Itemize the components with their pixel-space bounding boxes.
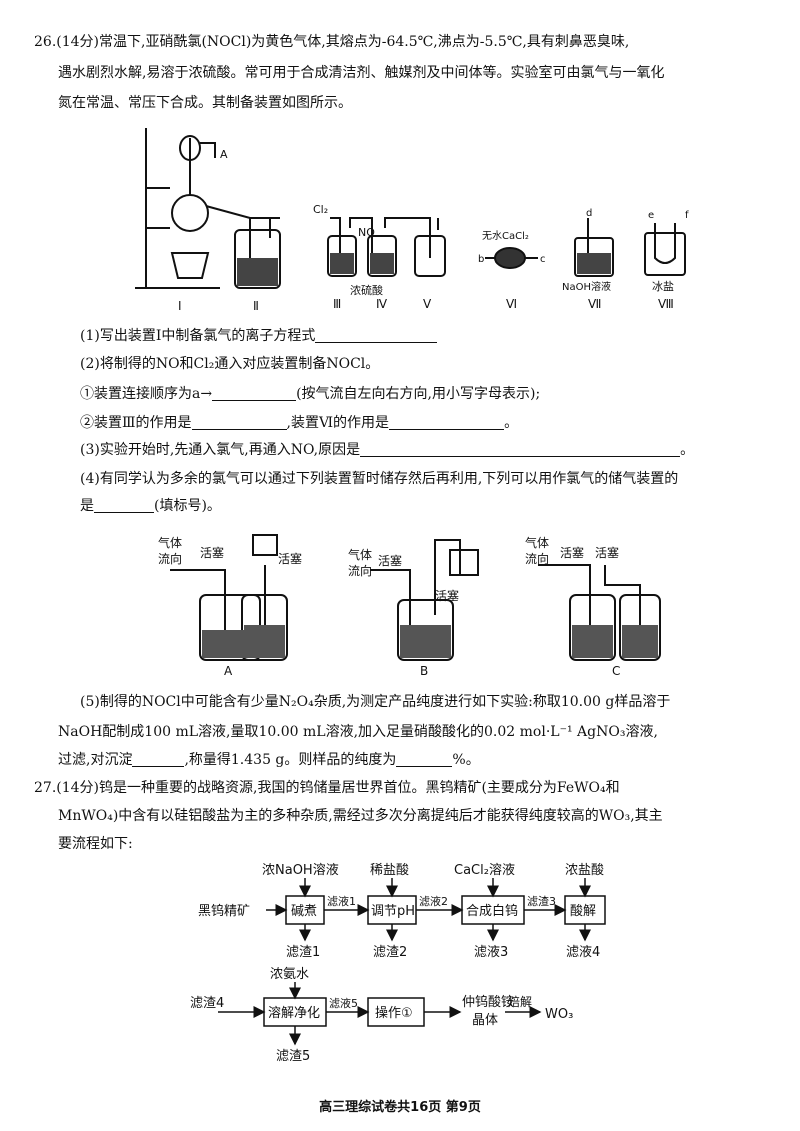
q26-part-2: (2)将制得的NO和Cl₂通入对应装置制备NOCl。 [80,356,380,372]
roman-4: Ⅳ [376,297,387,311]
storage-b-valve-2: 活塞 [435,588,459,603]
label-naoh: NaOH溶液 [562,280,611,293]
page-footer: 高三理综试卷共16页 第9页 [319,1100,481,1115]
label-A: A [220,148,228,161]
between-filtrate-2: 滤液2 [419,894,448,908]
roman-7: Ⅶ [588,297,601,311]
storage-b-gas-2: 流向 [348,563,372,578]
product-apt-2: 晶体 [472,1013,498,1028]
q26-intro-line-1: 26.(14分)常温下,亚硝酰氯(NOCl)为黄色气体,其熔点为-64.5℃,沸… [34,34,630,50]
flow2-input: 滤渣4 [190,996,224,1011]
step-calcine: 焙解 [508,994,532,1009]
label-ice-salt: 冰盐 [652,280,674,293]
final-product-wo3: WO₃ [545,1007,573,1022]
reagent-dilute-hcl: 稀盐酸 [370,863,409,878]
output-filtrate-4: 滤液4 [566,945,600,960]
storage-label-a: A [224,664,233,678]
roman-3: Ⅲ [333,297,341,311]
storage-label-c: C [612,664,620,678]
label-cl2: Cl₂ [313,203,328,216]
q26-part-5-line-1: (5)制得的NOCl中可能含有少量N₂O₄杂质,为测定产品纯度进行如下实验:称取… [80,694,671,710]
q26-part-1: (1)写出装置Ⅰ中制备氯气的离子方程式 [80,326,438,346]
port-e: e [648,210,654,221]
between-filtrate-1: 滤液1 [327,894,356,908]
answer-blank-3[interactable] [360,442,681,457]
step-operation-1: 操作① [375,1005,413,1021]
storage-devices-figure: 气体 流向 活塞 活塞 A 气体 流向 活塞 活塞 B 气体 流向 活塞 活塞 … [158,534,661,678]
reagent-cacl2: CaCl₂溶液 [454,863,515,878]
storage-a-valve-1: 活塞 [200,545,224,560]
answer-blank-2-2b[interactable] [389,415,505,430]
q26-intro-line-2: 遇水剧烈水解,易溶于浓硫酸。常可用于合成清洁剂、触媒剂及中间体等。实验室可由氯气… [58,65,665,81]
step-dissolve-purify: 溶解净化 [268,1006,320,1021]
storage-c-gas-1: 气体 [525,535,549,550]
q26-part-2-2: ②装置Ⅲ的作用是,装置Ⅵ的作用是。 [80,415,519,431]
label-cacl2: 无水CaCl₂ [482,230,529,242]
answer-blank-2-1[interactable] [212,386,297,401]
output-residue-2: 滤渣2 [373,945,407,960]
port-f: f [685,210,689,221]
output-residue-1: 滤渣1 [286,945,320,960]
step-synthesis: 合成白钨 [466,903,518,919]
port-b: b [478,254,484,265]
answer-blank-1[interactable] [315,328,438,343]
q27-intro-line-2: MnWO₄)中含有以硅铝酸盐为主的多种杂质,需经过多次分离提纯后才能获得纯度较高… [58,808,663,824]
q26-part-5-line-3: 过滤,对沉淀,称量得1.435 g。则样品的纯度为%。 [58,752,480,768]
roman-5: Ⅴ [423,297,432,311]
storage-c-valve-2: 活塞 [595,545,619,560]
answer-blank-5a[interactable] [132,752,185,767]
q26-intro-line-3: 氮在常温、常压下合成。其制备装置如图所示。 [58,95,352,111]
answer-blank-5b[interactable] [396,752,453,767]
q27-intro-line-3: 要流程如下: [58,836,133,852]
step-acidolysis: 酸解 [570,904,596,919]
storage-b-valve-1: 活塞 [378,553,402,568]
storage-label-b: B [420,664,428,678]
answer-blank-4[interactable] [94,498,154,513]
output-filtrate-3: 滤液3 [474,945,508,960]
q26-part-3: (3)实验开始时,先通入氯气,再通入NO,原因是。 [80,442,695,458]
process-flowchart: 浓NaOH溶液 稀盐酸 CaCl₂溶液 浓盐酸 黑钨精矿 碱煮 调节pH 合成白… [190,863,606,1064]
storage-a-gas-2: 流向 [158,551,182,566]
product-apt-1: 仲钨酸铵 [462,994,514,1010]
q26-part-5-line-2: NaOH配制成100 mL溶液,量取10.00 mL溶液,加入足量硝酸酸化的0.… [58,724,658,740]
port-c: c [540,254,546,265]
reagent-ammonia: 浓氨水 [270,967,309,982]
storage-a-valve-2: 活塞 [278,551,302,566]
storage-c-gas-2: 流向 [525,551,549,566]
q26-part-4-line-2: 是(填标号)。 [80,498,221,514]
storage-a-gas-1: 气体 [158,535,182,550]
roman-6: Ⅵ [506,297,517,311]
q26-part-2-1: ①装置连接顺序为a→(按气流自左向右方向,用小写字母表示); [80,386,541,402]
label-no: NO [358,226,375,239]
step-alkali-boil: 碱煮 [291,904,317,919]
storage-c-valve-1: 活塞 [560,545,584,560]
port-d: d [586,208,592,219]
between-residue-3: 滤渣3 [527,894,556,908]
output-residue-5: 滤渣5 [276,1049,310,1064]
between-filtrate-5: 滤液5 [329,996,358,1010]
reagent-naoh: 浓NaOH溶液 [262,863,339,878]
label-conc-h2so4: 浓硫酸 [350,283,383,297]
roman-2: Ⅱ [253,299,259,313]
answer-blank-2-2a[interactable] [191,415,287,430]
roman-1: Ⅰ [178,299,182,313]
apparatus-figure: A Cl₂ NO 浓硫酸 无水CaCl₂ NaOH溶液 冰盐 d b c e f… [135,128,689,313]
reagent-conc-hcl: 浓盐酸 [565,863,604,878]
step-adjust-ph: 调节pH [371,904,415,919]
roman-8: Ⅷ [658,297,674,311]
flow1-input: 黑钨精矿 [198,903,250,919]
q26-part-4-line-1: (4)有同学认为多余的氯气可以通过下列装置暂时储存然后再利用,下列可以用作氯气的… [80,471,679,487]
q27-intro-line-1: 27.(14分)钨是一种重要的战略资源,我国的钨储量居世界首位。黑钨精矿(主要成… [34,780,620,796]
storage-b-gas-1: 气体 [348,547,372,562]
